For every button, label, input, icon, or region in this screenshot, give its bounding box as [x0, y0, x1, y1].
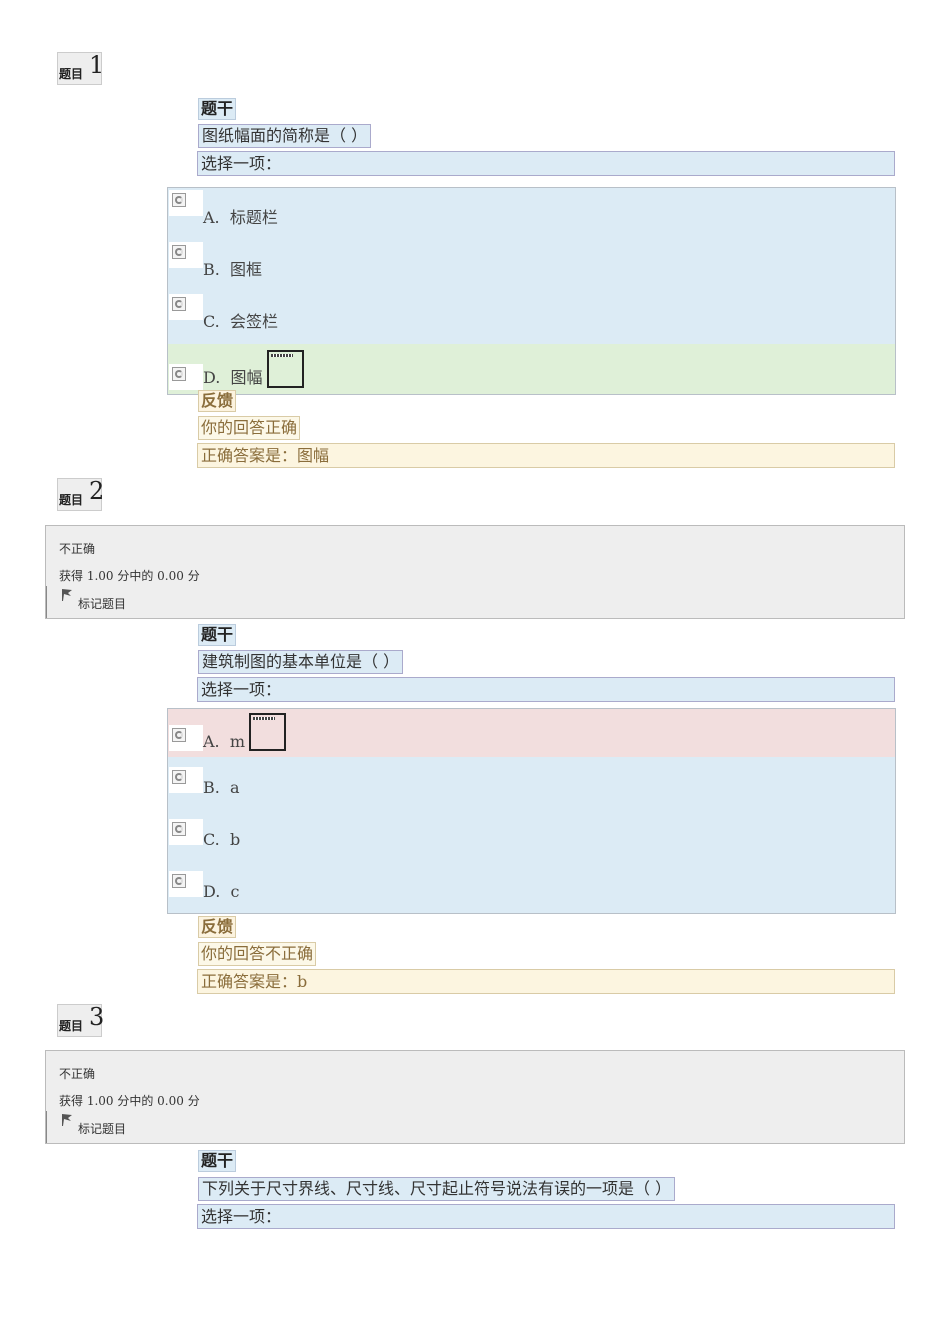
question-state: 不正确 — [59, 1067, 96, 1081]
feedback-text: 你的回答正确 — [198, 416, 301, 440]
question-number: 2 — [89, 477, 105, 505]
flag-question-button[interactable]: 标记题目 — [46, 1111, 904, 1143]
option-letter: C. — [203, 312, 220, 331]
question-number: 1 — [89, 51, 105, 79]
radio-icon — [172, 245, 186, 259]
option-text: b — [229, 830, 241, 849]
answer-option-b[interactable]: B. a — [168, 757, 895, 809]
feedback-label: 反馈 — [198, 916, 237, 938]
radio-button[interactable] — [169, 294, 203, 320]
question-label: 题目 — [59, 67, 84, 81]
flag-question-button[interactable]: 标记题目 — [46, 586, 904, 618]
option-letter: A. — [203, 208, 220, 227]
answer-option-a[interactable]: A. 标题栏 — [168, 188, 895, 240]
option-letter: D. — [203, 368, 221, 387]
answer-option-b[interactable]: B. 图框 — [168, 240, 895, 292]
flag-label: 标记题目 — [78, 1122, 127, 1136]
radio-icon — [172, 770, 186, 784]
stem-label: 题干 — [198, 1150, 237, 1172]
radio-icon — [172, 193, 186, 207]
answer-list: A. 标题栏 B. 图框 C. 会签栏 D. 图幅 — [167, 187, 896, 395]
stem-label: 题干 — [198, 624, 237, 646]
radio-button[interactable] — [169, 819, 203, 845]
question-info: 不正确 获得 1.00 分中的 0.00 分 标记题目 — [45, 525, 905, 619]
incorrect-mark-icon — [248, 713, 286, 751]
radio-button[interactable] — [169, 725, 203, 751]
option-text: 图幅 — [230, 368, 263, 387]
radio-button[interactable] — [169, 190, 203, 216]
select-prompt: 选择一项： — [197, 151, 895, 176]
question-number-box: 题目 2 — [57, 477, 105, 511]
feedback-text: 你的回答不正确 — [198, 942, 317, 966]
flag-icon — [62, 1114, 72, 1126]
option-letter: C. — [203, 830, 220, 849]
radio-button[interactable] — [169, 767, 203, 793]
select-prompt: 选择一项： — [197, 677, 895, 702]
option-text: a — [230, 778, 240, 797]
question-grade: 获得 1.00 分中的 0.00 分 — [59, 1094, 200, 1108]
answer-option-c[interactable]: C. 会签栏 — [168, 292, 895, 344]
question-number: 3 — [89, 1003, 105, 1031]
radio-button[interactable] — [169, 242, 203, 268]
answer-option-d[interactable]: D. 图幅 — [168, 344, 895, 394]
radio-button[interactable] — [169, 871, 203, 897]
radio-icon — [172, 874, 186, 888]
option-text: 标题栏 — [229, 208, 278, 227]
right-answer: 正确答案是：图幅 — [197, 443, 895, 468]
radio-icon — [172, 822, 186, 836]
stem-label: 题干 — [198, 98, 237, 120]
question-label: 题目 — [59, 1019, 84, 1033]
radio-icon — [172, 297, 186, 311]
question-text: 图纸幅面的简称是（ ） — [198, 124, 372, 148]
option-text: 图框 — [230, 260, 263, 279]
radio-icon — [172, 367, 186, 381]
option-text: m — [229, 732, 245, 751]
correct-mark-icon — [266, 350, 304, 388]
flag-label: 标记题目 — [78, 597, 127, 611]
question-grade: 获得 1.00 分中的 0.00 分 — [59, 569, 200, 583]
select-prompt: 选择一项： — [197, 1204, 895, 1229]
option-text: 会签栏 — [229, 312, 278, 331]
answer-option-d[interactable]: D. c — [168, 861, 895, 913]
question-info: 不正确 获得 1.00 分中的 0.00 分 标记题目 — [45, 1050, 905, 1144]
option-text: c — [230, 882, 240, 901]
answer-option-a[interactable]: A. m — [168, 709, 895, 757]
question-number-box: 题目 3 — [57, 1003, 105, 1037]
flag-icon — [62, 589, 72, 601]
question-number-box: 题目 1 — [57, 51, 105, 85]
question-text: 建筑制图的基本单位是（ ） — [198, 650, 404, 674]
option-letter: B. — [203, 778, 220, 797]
answer-option-c[interactable]: C. b — [168, 809, 895, 861]
question-label: 题目 — [59, 493, 84, 507]
option-letter: B. — [203, 260, 220, 279]
question-state: 不正确 — [59, 542, 96, 556]
radio-icon — [172, 728, 186, 742]
feedback-label: 反馈 — [198, 390, 237, 412]
radio-button[interactable] — [169, 364, 203, 390]
answer-list: A. m B. a C. b D. c — [167, 708, 896, 914]
option-letter: A. — [203, 732, 220, 751]
question-text: 下列关于尺寸界线、尺寸线、尺寸起止符号说法有误的一项是（ ） — [198, 1177, 676, 1201]
right-answer: 正确答案是：b — [197, 969, 895, 994]
option-letter: D. — [203, 882, 221, 901]
